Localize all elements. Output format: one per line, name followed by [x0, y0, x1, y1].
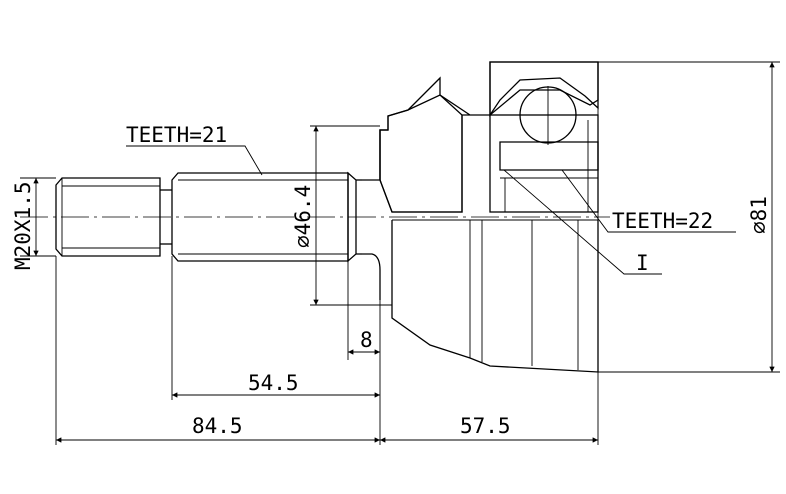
thread-label: M20X1.5 — [11, 181, 35, 270]
threaded-end — [55, 177, 161, 257]
length-54-5-label: 54.5 — [248, 371, 299, 395]
shoulder-width-label: 8 — [360, 328, 373, 352]
housing-diameter-label: ⌀81 — [747, 196, 771, 234]
length-57-5-label: 57.5 — [460, 414, 511, 438]
shaft-diameter-label: ⌀46.4 — [291, 185, 315, 248]
leader-lines — [126, 145, 736, 275]
shaft-neck — [362, 129, 388, 300]
splined-shaft — [160, 171, 362, 263]
detail-marker-label: I — [636, 251, 649, 275]
extension-lines — [20, 61, 780, 445]
teeth-outer-label: TEETH=22 — [612, 209, 713, 233]
teeth-spline-label: TEETH=21 — [126, 123, 227, 147]
length-84-5-label: 84.5 — [192, 414, 243, 438]
inner-race-detail — [489, 86, 599, 213]
dimension-lines — [33, 62, 775, 443]
